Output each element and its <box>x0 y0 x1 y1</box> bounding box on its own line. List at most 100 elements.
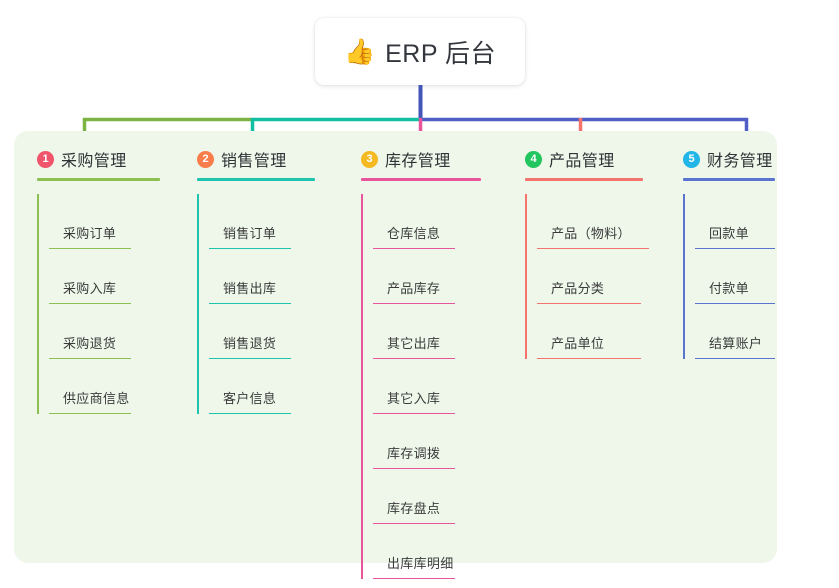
root-node[interactable]: 👍 ERP 后台 <box>315 18 525 85</box>
list-item[interactable]: 其它入库 <box>373 359 509 414</box>
list-item[interactable]: 回款单 <box>695 194 777 249</box>
list-item-label: 付款单 <box>709 280 749 296</box>
list-item[interactable]: 销售出库 <box>209 249 344 304</box>
list-item[interactable]: 销售订单 <box>209 194 344 249</box>
list-item-label: 客户信息 <box>223 390 277 406</box>
list-item[interactable]: 采购入库 <box>49 249 179 304</box>
list-item-label: 销售出库 <box>223 280 277 296</box>
branch-items-3: 仓库信息 产品库存 其它出库 其它入库 库存调拨 <box>361 194 509 579</box>
list-item-rule <box>49 357 131 359</box>
list-item-label: 供应商信息 <box>63 390 130 406</box>
branch-spine-4 <box>525 194 527 359</box>
list-item-label: 销售退货 <box>223 335 277 351</box>
list-item[interactable]: 产品库存 <box>373 249 509 304</box>
branch-header-1[interactable]: 1 采购管理 <box>37 131 179 175</box>
list-item[interactable]: 产品分类 <box>537 249 667 304</box>
list-item[interactable]: 客户信息 <box>209 359 344 414</box>
list-item[interactable]: 结算账户 <box>695 304 777 359</box>
branch-items-2: 销售订单 销售出库 销售退货 客户信息 <box>197 194 344 414</box>
list-item[interactable]: 仓库信息 <box>373 194 509 249</box>
branch-badge-2: 2 <box>197 150 214 168</box>
list-item[interactable]: 库存调拨 <box>373 414 509 469</box>
branch-column-3: 3 库存管理 仓库信息 产品库存 其它出库 其它入库 <box>344 131 509 579</box>
list-item-label: 采购订单 <box>63 225 117 241</box>
list-item-rule <box>373 577 455 579</box>
list-item-rule <box>373 412 455 414</box>
list-item-label: 销售订单 <box>223 225 277 241</box>
list-item-rule <box>537 357 641 359</box>
list-item-label: 回款单 <box>709 225 749 241</box>
list-item-rule <box>537 247 649 249</box>
list-item-label: 出库库明细 <box>387 555 454 571</box>
list-item[interactable]: 产品（物料） <box>537 194 667 249</box>
branch-header-4[interactable]: 4 产品管理 <box>525 131 667 175</box>
list-item-label: 结算账户 <box>709 335 763 351</box>
list-item-rule <box>209 247 291 249</box>
list-item[interactable]: 付款单 <box>695 249 777 304</box>
branch-spine-5 <box>683 194 685 359</box>
branch-spine-3 <box>361 194 363 579</box>
branch-items-1: 采购订单 采购入库 采购退货 供应商信息 <box>37 194 179 414</box>
thumbs-up-icon: 👍 <box>343 37 376 66</box>
list-item-label: 产品库存 <box>387 280 441 296</box>
branch-rule-3 <box>361 178 481 181</box>
list-item-rule <box>49 302 131 304</box>
branch-rule-2 <box>197 178 315 181</box>
list-item-rule <box>373 247 455 249</box>
list-item-label: 产品单位 <box>551 335 605 351</box>
branch-column-2: 2 销售管理 销售订单 销售出库 销售退货 客户信息 <box>179 131 344 563</box>
branch-header-3[interactable]: 3 库存管理 <box>361 131 509 175</box>
list-item-label: 采购入库 <box>63 280 117 296</box>
list-item-label: 产品（物料） <box>551 225 631 241</box>
branch-spine-1 <box>37 194 39 414</box>
list-item-label: 其它入库 <box>387 390 441 406</box>
branch-title-5: 财务管理 <box>707 153 773 170</box>
branch-title-1: 采购管理 <box>61 153 127 170</box>
branch-header-2[interactable]: 2 销售管理 <box>197 131 344 175</box>
branch-badge-4: 4 <box>525 150 542 168</box>
list-item-label: 产品分类 <box>551 280 605 296</box>
branch-badge-5: 5 <box>683 150 700 168</box>
list-item[interactable]: 供应商信息 <box>49 359 179 414</box>
branch-spine-2 <box>197 194 199 414</box>
branch-header-5[interactable]: 5 财务管理 <box>683 131 777 175</box>
list-item[interactable]: 采购订单 <box>49 194 179 249</box>
list-item-label: 仓库信息 <box>387 225 441 241</box>
content-panel <box>14 131 777 563</box>
list-item-rule <box>373 522 455 524</box>
list-item-rule <box>209 357 291 359</box>
list-item-label: 库存盘点 <box>387 500 441 516</box>
branch-badge-1: 1 <box>37 150 54 168</box>
list-item[interactable]: 其它出库 <box>373 304 509 359</box>
list-item-label: 库存调拨 <box>387 445 441 461</box>
list-item-rule <box>537 302 641 304</box>
list-item[interactable]: 销售退货 <box>209 304 344 359</box>
branch-items-4: 产品（物料） 产品分类 产品单位 <box>525 194 667 359</box>
branch-column-1: 1 采购管理 采购订单 采购入库 采购退货 供应商信 <box>14 131 179 563</box>
branch-title-2: 销售管理 <box>221 153 287 170</box>
list-item-rule <box>49 412 131 414</box>
branch-rule-4 <box>525 178 643 181</box>
list-item-rule <box>695 247 775 249</box>
list-item[interactable]: 采购退货 <box>49 304 179 359</box>
list-item-rule <box>695 357 775 359</box>
branch-title-3: 库存管理 <box>385 153 451 170</box>
branch-badge-3: 3 <box>361 150 378 168</box>
list-item-rule <box>209 412 291 414</box>
branch-columns: 1 采购管理 采购订单 采购入库 采购退货 供应商信 <box>14 131 777 579</box>
list-item-rule <box>373 302 455 304</box>
list-item-rule <box>695 302 775 304</box>
branch-column-5: 5 财务管理 回款单 付款单 结算账户 <box>667 131 777 563</box>
list-item[interactable]: 出库库明细 <box>373 524 509 579</box>
root-title: ERP 后台 <box>385 39 497 68</box>
list-item[interactable]: 产品单位 <box>537 304 667 359</box>
list-item-rule <box>373 357 455 359</box>
list-item-label: 采购退货 <box>63 335 117 351</box>
branch-column-4: 4 产品管理 产品（物料） 产品分类 产品单位 <box>509 131 667 563</box>
list-item-label: 其它出库 <box>387 335 441 351</box>
list-item-rule <box>49 247 131 249</box>
branch-items-5: 回款单 付款单 结算账户 <box>683 194 777 359</box>
branch-title-4: 产品管理 <box>549 153 615 170</box>
list-item[interactable]: 库存盘点 <box>373 469 509 524</box>
